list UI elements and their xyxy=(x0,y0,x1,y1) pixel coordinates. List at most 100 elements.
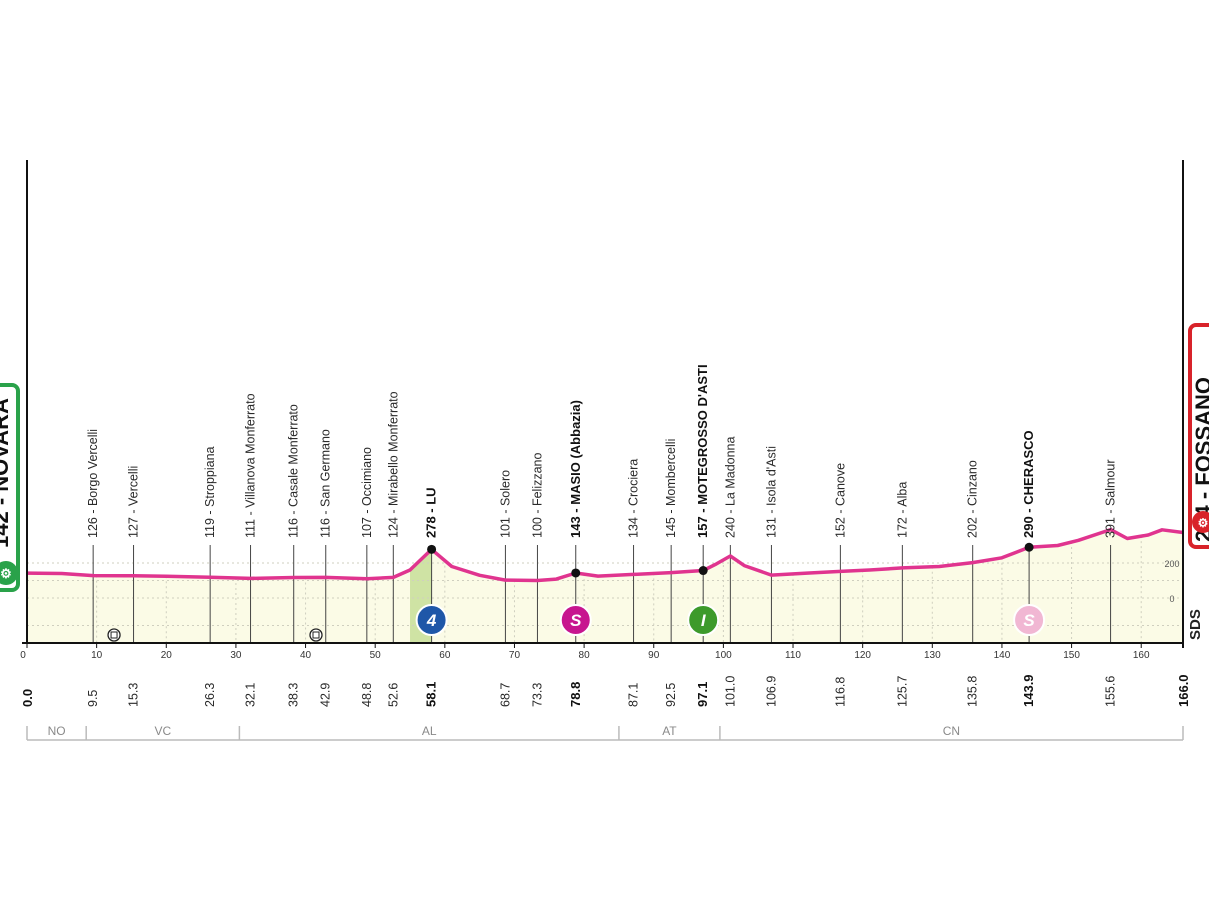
tunnel-icon xyxy=(309,628,323,642)
km-label: 58.1 xyxy=(424,682,439,707)
km-label: 116.8 xyxy=(833,677,847,707)
x-tick-label: 160 xyxy=(1133,650,1150,661)
waypoint-lines xyxy=(92,545,1112,643)
x-tick-label: 130 xyxy=(924,650,941,661)
sds-logo: SDS xyxy=(1187,609,1204,640)
km-label: 143.9 xyxy=(1021,674,1036,707)
waypoint-markers: 4 S I S xyxy=(415,542,1046,636)
waypoint-label: 124 - Mirabello Monferrato xyxy=(386,391,400,538)
waypoint-dot xyxy=(427,544,437,554)
region-label: AT xyxy=(662,724,677,738)
km-label: 26.3 xyxy=(203,683,217,707)
waypoint-dot xyxy=(571,568,581,578)
waypoint-label: 172 - Alba xyxy=(895,482,909,538)
waypoint-dot xyxy=(698,566,708,576)
marker-text: 4 xyxy=(426,611,437,630)
waypoint-label: 240 - La Madonna xyxy=(723,436,737,538)
y-tick-label: 200 xyxy=(1164,559,1179,569)
x-tick-label: 50 xyxy=(370,650,382,661)
start-km-label: 0.0 xyxy=(20,689,35,707)
x-tick-label: 90 xyxy=(648,650,660,661)
x-tick-label: 150 xyxy=(1063,650,1080,661)
waypoint-label: 202 - Cinzano xyxy=(966,460,980,538)
waypoint-label: 119 - Stroppiana xyxy=(203,446,217,538)
marker-text: S xyxy=(1023,611,1035,630)
region-label: VC xyxy=(154,724,171,738)
region-label: AL xyxy=(422,724,437,738)
cyclist-glyph: ⚙ xyxy=(0,566,12,581)
waypoint-labels: 126 - Borgo Vercelli 127 - Vercelli 119 - … xyxy=(86,364,1117,538)
waypoint-label: 116 - Casale Monferrato xyxy=(287,404,301,538)
x-tick-label: 120 xyxy=(854,650,871,661)
region-bar: NO VC AL AT CN xyxy=(26,724,1184,741)
elevation-profile-line xyxy=(26,527,1184,583)
kom-marker-icon xyxy=(415,604,448,636)
intermediate-marker-icon xyxy=(687,604,720,636)
km-label: 52.6 xyxy=(386,683,400,707)
km-label: 38.3 xyxy=(287,683,301,707)
waypoint-label: 131 - Isola d'Asti xyxy=(764,446,778,538)
waypoint-label: 145 - Mombercelli xyxy=(664,439,678,538)
km-label: 125.7 xyxy=(895,676,909,707)
km-label: 155.6 xyxy=(1104,676,1118,707)
x-tick-label: 140 xyxy=(994,650,1011,661)
waypoint-label: 134 - Crociera xyxy=(627,459,641,538)
region-label: CN xyxy=(943,724,960,738)
cyclist-icon xyxy=(0,561,18,585)
waypoint-label: 391 - Salmour xyxy=(1104,459,1118,538)
x-tick-label: 30 xyxy=(230,650,242,661)
x-tick-label: 70 xyxy=(509,650,521,661)
x-tick-label: 20 xyxy=(161,650,173,661)
marker-text: S xyxy=(570,611,582,630)
km-label: 87.1 xyxy=(627,683,641,707)
chart-axes xyxy=(22,160,1184,648)
waypoint-label: 157 - MOTEGROSSO D'ASTI xyxy=(695,364,710,538)
x-tick-label: 110 xyxy=(785,650,801,661)
region-label: NO xyxy=(48,724,66,738)
km-label: 135.8 xyxy=(966,676,980,707)
chart-grid xyxy=(26,536,1183,643)
x-tick-label: 10 xyxy=(91,650,103,661)
km-label: 48.8 xyxy=(360,683,374,707)
waypoint-label: 101 - Solero xyxy=(498,470,512,538)
waypoint-label: 127 - Vercelli xyxy=(127,466,141,538)
x-tick-label: 100 xyxy=(715,650,732,661)
km-label: 42.9 xyxy=(319,683,333,707)
waypoint-label: 107 - Occimiano xyxy=(360,447,374,538)
waypoint-label: 152 - Canove xyxy=(833,463,847,538)
waypoint-label: 278 - LU xyxy=(424,487,439,538)
x-tick-label: 0 xyxy=(20,650,26,661)
km-label: 73.3 xyxy=(530,683,544,707)
km-label: 78.8 xyxy=(568,682,583,707)
km-label: 9.5 xyxy=(86,690,100,707)
km-label: 101.0 xyxy=(723,676,737,707)
km-label: 68.7 xyxy=(498,683,512,707)
x-tick-label: 60 xyxy=(439,650,451,661)
start-label: 142 - NOVARA xyxy=(0,398,13,548)
railway-crossing-icon-glyph xyxy=(110,631,118,639)
sprint-marker-icon xyxy=(559,604,592,636)
finish-badge: 274 - FOSSANO ⚙ xyxy=(1188,323,1209,549)
waypoint-label: 290 - CHERASCO xyxy=(1021,430,1036,538)
railway-crossing-icon xyxy=(107,628,121,642)
km-label: 32.1 xyxy=(244,683,258,707)
tunnel-icon-glyph xyxy=(312,631,320,639)
waypoint-dot xyxy=(1024,542,1034,552)
finish-glyph: ⚙ xyxy=(1198,516,1209,530)
km-label: 97.1 xyxy=(695,682,710,707)
finish-icon xyxy=(1192,511,1209,533)
elevation-area xyxy=(27,529,1183,643)
waypoint-label: 126 - Borgo Vercelli xyxy=(86,429,100,538)
marker-text: I xyxy=(701,611,707,630)
waypoint-label: 143 - MASIO (Abbazia) xyxy=(568,400,583,538)
finish-km-label: 166.0 xyxy=(1176,674,1191,707)
waypoint-label: 100 - Felizzano xyxy=(530,452,544,538)
finish-label: 274 - FOSSANO xyxy=(1191,377,1209,542)
start-badge: 142 - NOVARA ⚙ xyxy=(0,383,20,592)
road-icons xyxy=(107,628,323,642)
x-tick-label: 40 xyxy=(300,650,312,661)
